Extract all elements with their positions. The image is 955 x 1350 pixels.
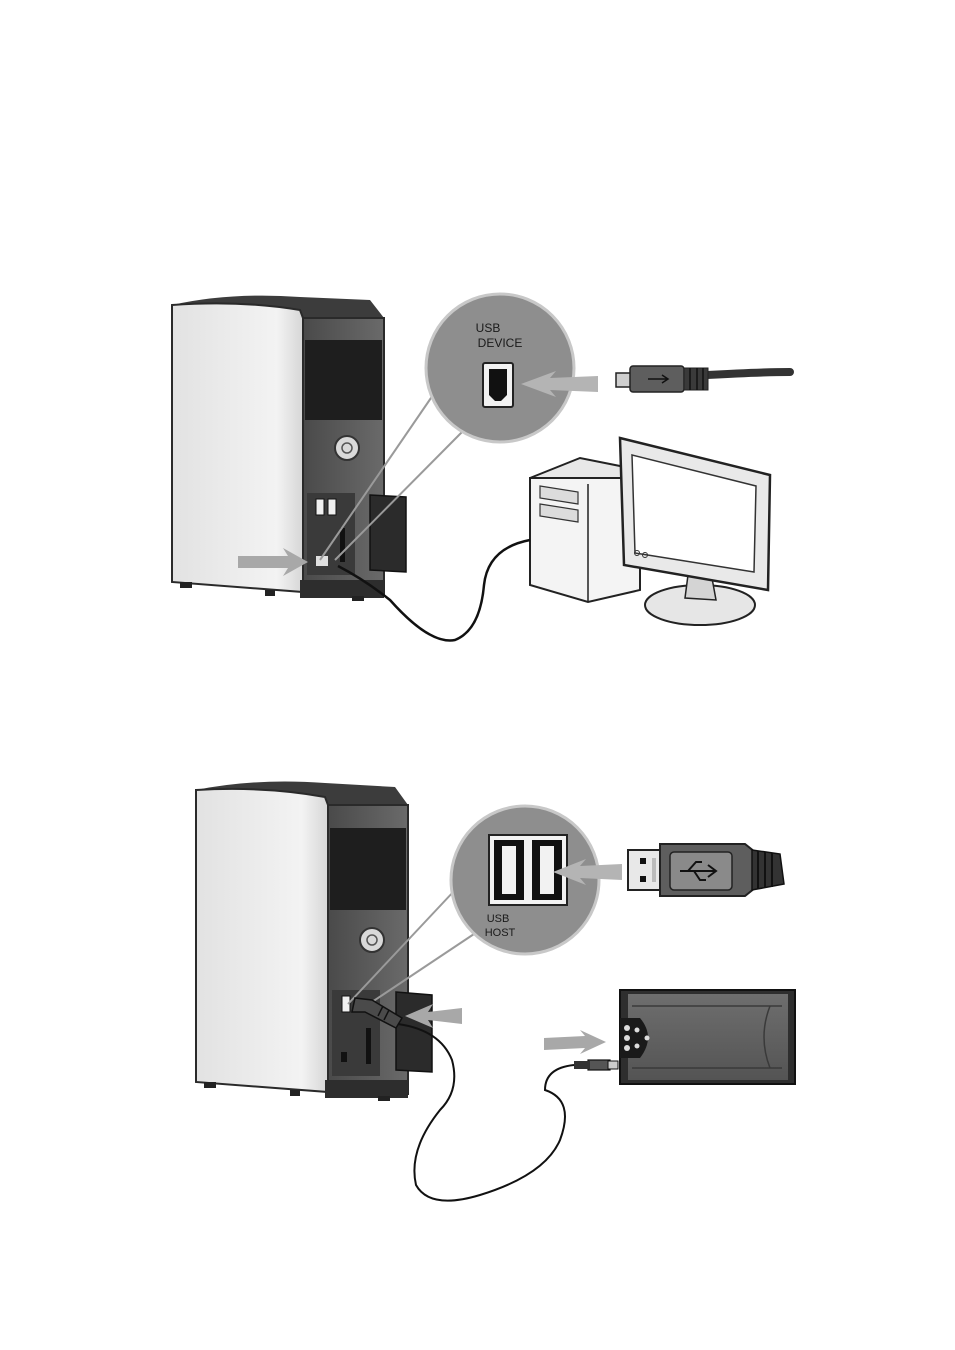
callout-usb-host: USB HOST [451,806,622,954]
callout-label-line2: DEVICE [478,336,523,350]
power-button-icon [335,436,359,460]
power-button-icon [360,928,384,952]
desktop-computer-icon [530,438,770,625]
usb-a-plug-icon [628,844,784,896]
diagram-usb-host: USB HOST [196,782,795,1201]
usb-mini-plug-icon [616,366,790,392]
callout-usb-device: USB DEVICE [426,294,598,442]
diagram-usb-device: USB DEVICE [172,294,790,641]
callout-label-line1: USB [487,913,510,925]
callout-label-line2: HOST [485,927,516,939]
storage-tower-2 [196,782,432,1101]
external-hard-drive-icon [620,990,795,1084]
callout-label-line1: USB [476,321,501,335]
usb-mini-plug-icon [574,1060,618,1070]
arrow-icon [544,1030,606,1054]
